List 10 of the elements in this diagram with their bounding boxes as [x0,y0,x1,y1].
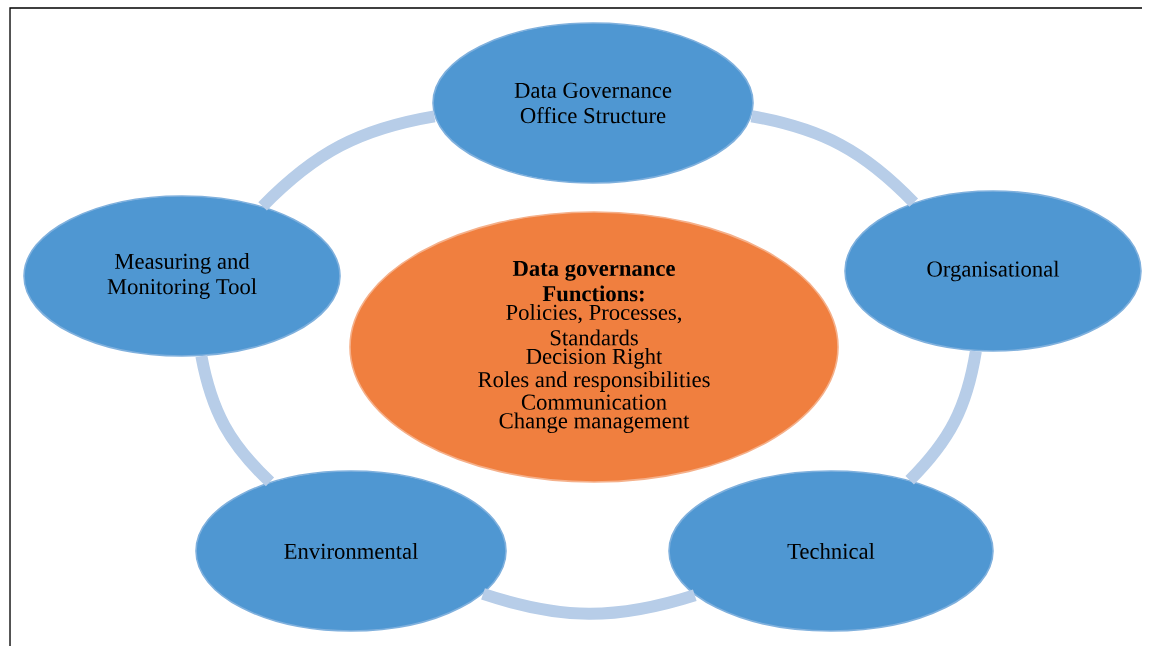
ring-segment [195,355,275,487]
ellipse-node: Data Governance Office Structure [432,22,754,184]
ring-segment [481,588,697,620]
ellipse-node: Technical [668,470,994,632]
ring-segment [905,350,982,485]
ring-segment [750,110,918,207]
ellipse-node: Measuring and Monitoring Tool [23,195,341,357]
ellipse-node: Organisational [844,190,1142,352]
ring-segment [258,110,436,211]
ellipse-node: Environmental [195,470,507,632]
